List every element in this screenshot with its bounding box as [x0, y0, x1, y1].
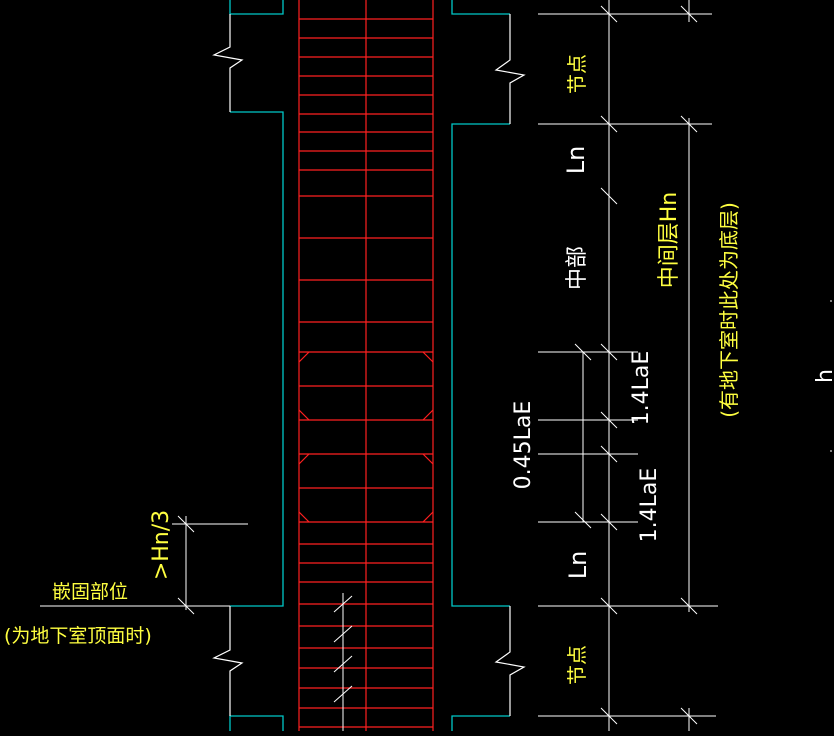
label-embed-position: 嵌固部位	[52, 581, 128, 603]
label-zhongbu: 中部	[565, 246, 590, 290]
left-wall-outline	[229, 0, 284, 731]
label-lap-14-upper: 1.4LaE	[629, 351, 654, 426]
label-lap-14-lower: 1.4LaE	[637, 468, 662, 543]
label-jiedian-bottom: 节点	[565, 645, 589, 685]
label-jiedian-top: 节点	[565, 54, 589, 94]
label-hn-third: >Hn/3	[149, 510, 174, 580]
label-embed-note: (为地下室顶面时)	[4, 625, 152, 647]
rebar-cage	[298, 0, 434, 731]
dimension-lines	[40, 0, 832, 731]
label-middle-floor-hn: 中间层Hn	[657, 192, 682, 289]
rebar-slash-marks	[333, 593, 353, 731]
right-wall-outline	[451, 0, 510, 731]
label-edge-mark: h	[813, 369, 834, 383]
break-lines	[212, 14, 526, 716]
label-ln-lower: Ln	[564, 551, 592, 580]
lap-hook-marks	[298, 351, 434, 523]
label-ln-upper: Ln	[562, 146, 590, 175]
label-basement-note: (有地下室时此处为底层)	[717, 202, 741, 418]
label-lap-045: 0.45LaE	[511, 401, 536, 490]
